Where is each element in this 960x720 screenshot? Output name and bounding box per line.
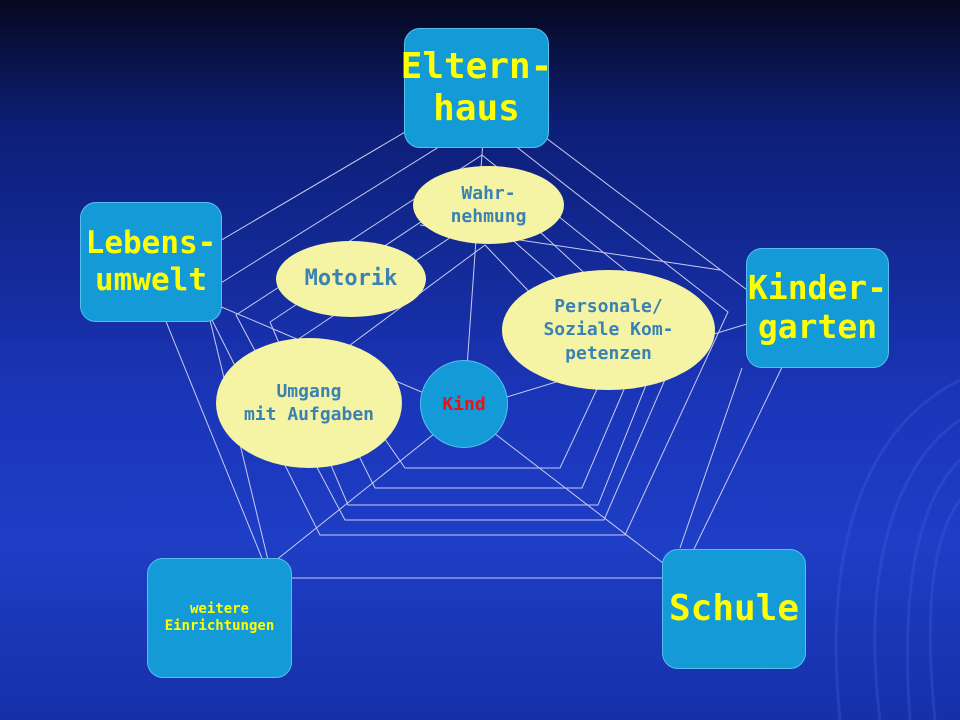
node-weitere-einrichtungen: weitere Einrichtungen	[147, 558, 292, 678]
ellipse-personale-soziale-kompetenzen: Personale/ Soziale Kom- petenzen	[502, 270, 715, 390]
web-spoke-extra-2	[679, 367, 743, 549]
ellipse-umgang-mit-aufgaben: Umgang mit Aufgaben	[216, 338, 402, 468]
node-schule: Schule	[662, 549, 806, 669]
node-elternhaus: Eltern- haus	[401, 28, 552, 148]
node-kindergarten: Kinder- garten	[746, 248, 889, 368]
web-ring-4	[199, 119, 729, 536]
ellipse-wahrnehmung: Wahr- nehmung	[413, 166, 564, 244]
node-lebensumwelt: Lebens- umwelt	[80, 202, 222, 322]
center-kind: Kind	[420, 360, 508, 448]
web-spoke-bottom-right	[463, 409, 686, 581]
ellipse-motorik: Motorik	[276, 241, 426, 317]
web-spoke-bottom-left	[269, 409, 465, 566]
